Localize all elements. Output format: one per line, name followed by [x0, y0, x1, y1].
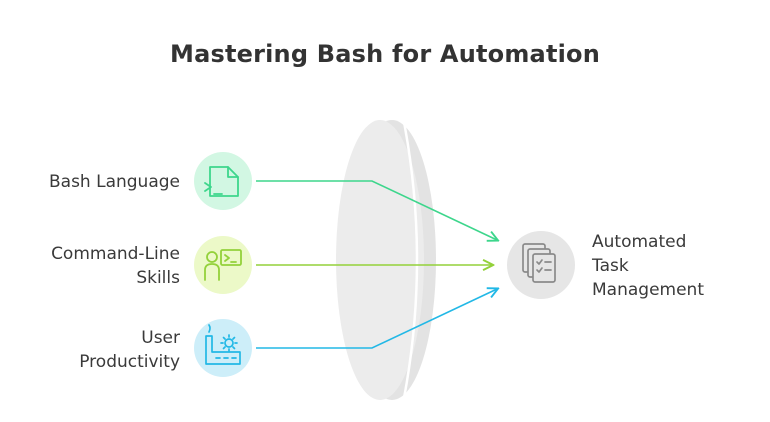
output-label-line: Automated: [592, 232, 687, 252]
factory-gear-icon: [205, 324, 241, 365]
command-line-skills-node: [194, 236, 252, 294]
checklist-documents-icon: [522, 243, 556, 283]
bash-language-label: Bash Language: [0, 170, 180, 194]
automated-task-management-node: [507, 231, 575, 299]
user-terminal-icon: [204, 249, 242, 281]
bash-language-label-line: Bash Language: [48, 172, 180, 192]
output-label-line: Management: [592, 280, 704, 300]
arrow-user-productivity: [256, 289, 497, 349]
command-line-skills-label-line: Command-Line: [51, 244, 180, 264]
arrow-bash-language: [256, 180, 497, 240]
bash-language-node: [194, 152, 252, 210]
script-terminal-icon: [204, 166, 239, 197]
user-productivity-label: User Productivity: [0, 326, 180, 374]
diagram-title: Mastering Bash for Automation: [169, 40, 601, 68]
output-label-line: Task: [592, 256, 629, 276]
user-productivity-label-line: User: [141, 328, 180, 348]
command-line-skills-label-line: Skills: [136, 268, 180, 288]
user-productivity-node: [194, 319, 252, 377]
automated-task-management-label: Automated Task Management: [592, 230, 762, 302]
command-line-skills-label: Command-Line Skills: [0, 242, 180, 290]
lens-shape: [336, 120, 436, 400]
user-productivity-label-line: Productivity: [79, 352, 180, 372]
